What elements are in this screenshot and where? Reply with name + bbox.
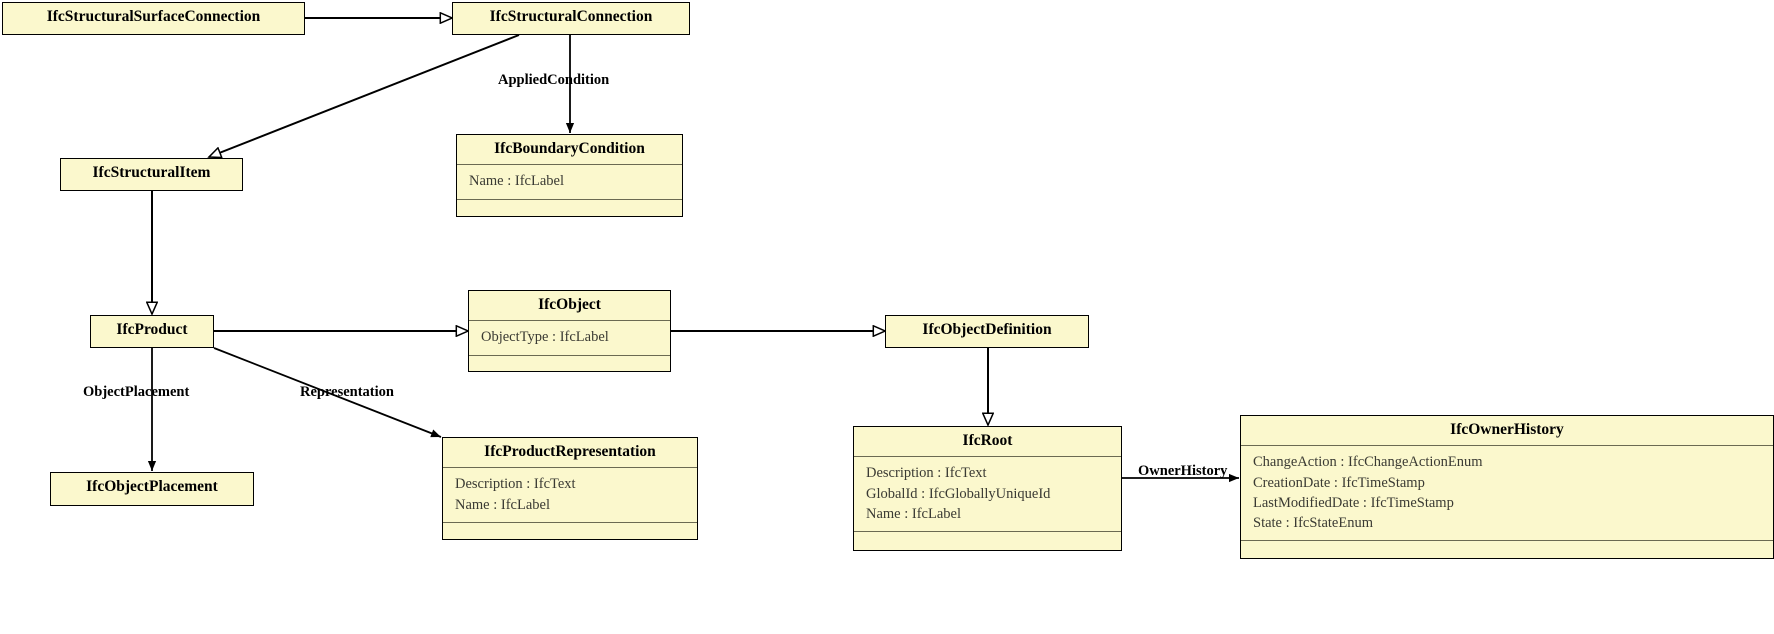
- edge-label-objectplacement: ObjectPlacement: [83, 384, 190, 400]
- class-operations: [1241, 541, 1773, 558]
- attribute-row: Description : IfcText: [866, 465, 987, 482]
- attribute-row: GlobalId : IfcGloballyUniqueId: [866, 485, 1051, 502]
- class-title: IfcStructuralSurfaceConnection: [46, 8, 261, 25]
- class-title: IfcOwnerHistory: [1241, 416, 1773, 447]
- attribute-row: CreationDate : IfcTimeStamp: [1253, 474, 1425, 491]
- attribute-row: Name : IfcLabel: [469, 173, 565, 190]
- class-title: IfcProduct: [116, 321, 188, 338]
- class-box-ifcproduct[interactable]: IfcProduct: [90, 315, 214, 348]
- class-attributes: Name : IfcLabel: [457, 165, 682, 200]
- attribute-row: Name : IfcLabel: [866, 505, 962, 522]
- class-title: IfcObjectDefinition: [922, 321, 1052, 338]
- class-title: IfcRoot: [854, 427, 1121, 458]
- class-title: IfcObject: [469, 291, 670, 322]
- class-attributes: Description : IfcText GlobalId : IfcGlob…: [854, 457, 1121, 533]
- class-box-ifcroot[interactable]: IfcRoot Description : IfcText GlobalId :…: [853, 426, 1122, 551]
- class-operations: [854, 532, 1121, 550]
- class-box-ifcobjectdefinition[interactable]: IfcObjectDefinition: [885, 315, 1089, 348]
- class-operations: [469, 356, 670, 372]
- class-title: IfcProductRepresentation: [443, 438, 697, 469]
- class-box-ifcproductrepresentation[interactable]: IfcProductRepresentation Description : I…: [442, 437, 698, 540]
- edge-label-ownerhistory: OwnerHistory: [1138, 463, 1228, 479]
- class-title: IfcStructuralConnection: [489, 8, 653, 25]
- class-box-ifcownerhistory[interactable]: IfcOwnerHistory ChangeAction : IfcChange…: [1240, 415, 1774, 559]
- attribute-row: State : IfcStateEnum: [1253, 515, 1373, 532]
- class-box-ifcstructuralsurfaceconnection[interactable]: IfcStructuralSurfaceConnection: [2, 2, 305, 35]
- edge-label-representation: Representation: [300, 384, 394, 400]
- class-box-ifcstructuralitem[interactable]: IfcStructuralItem: [60, 158, 243, 191]
- attribute-row: Name : IfcLabel: [455, 496, 551, 513]
- class-box-ifcobjectplacement[interactable]: IfcObjectPlacement: [50, 472, 254, 506]
- attribute-row: ObjectType : IfcLabel: [481, 329, 609, 346]
- class-operations: [457, 200, 682, 216]
- class-box-ifcobject[interactable]: IfcObject ObjectType : IfcLabel: [468, 290, 671, 372]
- class-box-ifcstructuralconnection[interactable]: IfcStructuralConnection: [452, 2, 690, 35]
- class-attributes: ChangeAction : IfcChangeActionEnum Creat…: [1241, 446, 1773, 542]
- edge-label-appliedcondition: AppliedCondition: [498, 72, 610, 88]
- class-attributes: ObjectType : IfcLabel: [469, 321, 670, 356]
- class-box-ifcboundarycondition[interactable]: IfcBoundaryCondition Name : IfcLabel: [456, 134, 683, 217]
- class-title: IfcBoundaryCondition: [457, 135, 682, 166]
- class-operations: [443, 523, 697, 539]
- class-title: IfcStructuralItem: [92, 164, 211, 181]
- attribute-row: ChangeAction : IfcChangeActionEnum: [1253, 454, 1483, 471]
- class-attributes: Description : IfcText Name : IfcLabel: [443, 468, 697, 523]
- attribute-row: LastModifiedDate : IfcTimeStamp: [1253, 494, 1454, 511]
- class-title: IfcObjectPlacement: [86, 478, 218, 495]
- attribute-row: Description : IfcText: [455, 476, 576, 493]
